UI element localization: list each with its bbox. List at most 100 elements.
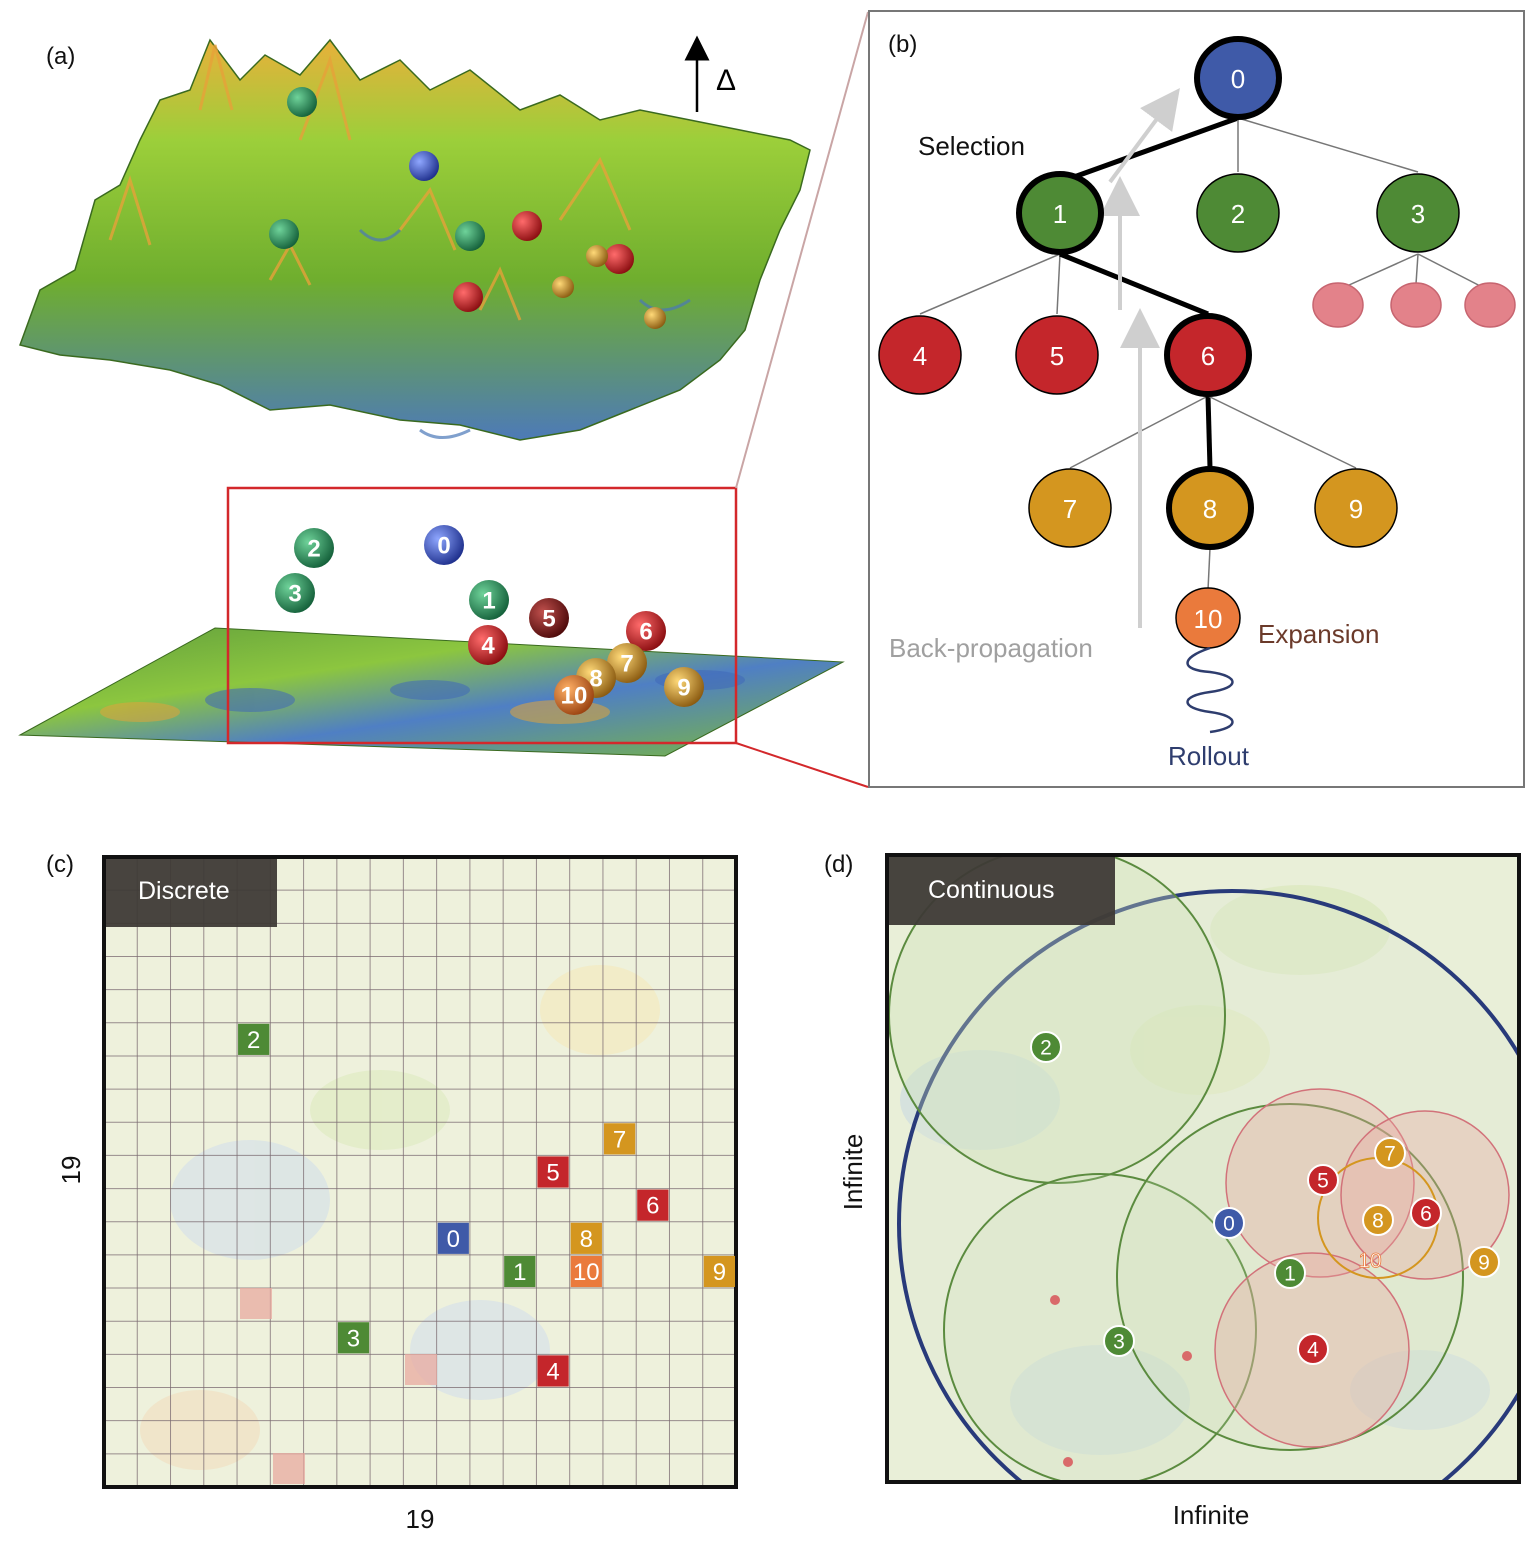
tree-node-5: 5 [1015, 315, 1099, 395]
edge-1-4 [919, 253, 1061, 315]
grid-point-7: 7 [603, 1123, 636, 1155]
expansion-label: Expansion [1258, 619, 1379, 649]
tree-node-label: 1 [1053, 199, 1067, 229]
continuous-frame [885, 853, 1521, 1484]
delta-label: Δ [716, 64, 736, 97]
tree-node-3: 3 [1376, 173, 1460, 253]
edge-3-a [1337, 253, 1419, 291]
grid-point-label: 9 [713, 1259, 726, 1286]
discrete-frame [102, 855, 738, 1489]
ball-node-label: 2 [307, 536, 320, 563]
terrain-ball-gold [586, 245, 608, 267]
unexpanded-point [1050, 1295, 1060, 1305]
panel-d-label: (d) [824, 851, 853, 878]
tree-node-label: 10 [1194, 604, 1223, 634]
edge-3-c [1417, 253, 1489, 291]
continuous-point-label: 10 [1358, 1250, 1381, 1273]
selection-label: Selection [918, 131, 1025, 161]
discrete-tag-label: Discrete [138, 877, 230, 905]
grid-point-label: 2 [247, 1027, 260, 1054]
terrain-ball-red [512, 211, 542, 241]
discrete-y-axis-label: 19 [56, 1156, 86, 1185]
ball-node-2: 2 [294, 528, 334, 568]
terrain-ball-red [604, 244, 634, 274]
terrain-ball-gold [644, 307, 666, 329]
continuous-point-4: 4 [1297, 1333, 1329, 1365]
continuous-point-label: 4 [1307, 1339, 1319, 1362]
grid-point-8: 8 [570, 1222, 602, 1254]
panel-c-label: (c) [46, 851, 74, 878]
unexpanded-cell [240, 1288, 272, 1319]
continuous-point-label: 2 [1040, 1037, 1052, 1060]
panel-d: (d) [824, 851, 1521, 1530]
tree-node-label: 4 [913, 341, 927, 371]
grid-point-label: 1 [513, 1259, 526, 1286]
panel-a-label: (a) [46, 43, 75, 70]
tree-edges [919, 115, 1489, 591]
backprop-arrows [1100, 87, 1180, 628]
edge-1-5 [1056, 253, 1061, 315]
grid-point-6: 6 [637, 1189, 669, 1221]
discrete-tag [106, 859, 277, 927]
tree-node-unexpanded [1390, 282, 1442, 328]
zoom-box [226, 486, 738, 745]
grid-point-1: 1 [504, 1255, 536, 1288]
continuous-x-axis-label: Infinite [1173, 1500, 1250, 1530]
unexpanded-point [1063, 1457, 1073, 1467]
continuous-point-label: 3 [1113, 1331, 1125, 1354]
tree-node-label: 8 [1203, 494, 1217, 524]
grid-point-5: 5 [537, 1156, 569, 1188]
continuous-point-label: 0 [1223, 1213, 1235, 1236]
continuous-point-9: 9 [1468, 1246, 1500, 1278]
continuous-background-pattern [900, 885, 1490, 1455]
node-3-radius [943, 1173, 1257, 1482]
tree-node-0: 0 [1194, 36, 1282, 120]
ball-node-label: 9 [677, 675, 690, 702]
continuous-tag [889, 857, 1115, 925]
tree-node-2: 2 [1196, 173, 1280, 253]
grid-point-label: 10 [573, 1259, 600, 1286]
rollout-squiggle [1186, 646, 1234, 734]
ball-node-9: 9 [664, 667, 704, 707]
tree-node-8: 8 [1166, 466, 1254, 550]
continuous-point-10: 10 [1358, 1249, 1382, 1273]
panel-b-label: (b) [888, 31, 917, 58]
continuous-point-5: 5 [1307, 1164, 1339, 1196]
tree-node-label: 3 [1411, 199, 1425, 229]
grid-point-0: 0 [437, 1222, 469, 1254]
grid-point-10: 10 [570, 1255, 602, 1288]
continuous-point-7: 7 [1374, 1137, 1406, 1169]
tree-node-label: 6 [1201, 341, 1215, 371]
ball-node-0: 0 [424, 525, 464, 565]
terrain-ball-green [269, 219, 299, 249]
ball-node-label: 1 [482, 588, 495, 615]
continuous-point-label: 7 [1384, 1143, 1396, 1166]
panel-a: (a) Δ [18, 11, 869, 788]
zoom-connector-top [735, 11, 869, 489]
unexpanded-cell [405, 1354, 437, 1385]
tree-node-6: 6 [1164, 313, 1252, 397]
ball-node-label: 8 [589, 666, 602, 693]
grid-point-3: 3 [337, 1322, 370, 1354]
tree-node-label: 9 [1349, 494, 1363, 524]
discrete-grid [104, 857, 736, 1487]
continuous-point-2: 2 [1030, 1031, 1062, 1063]
tree-node-label: 5 [1050, 341, 1064, 371]
ball-node-5: 5 [529, 598, 569, 638]
ball-node-label: 5 [542, 606, 555, 633]
edge-0-1 [1059, 115, 1239, 185]
grid-point-2: 2 [238, 1023, 270, 1055]
ball-node-7: 7 [607, 643, 647, 683]
edge-1-6 [1059, 251, 1209, 317]
ball-node-6: 6 [626, 611, 666, 651]
terrain-ball-red [453, 282, 483, 312]
ball-node-3: 3 [275, 573, 315, 613]
tree-node-7: 7 [1028, 468, 1112, 548]
continuous-tag-label: Continuous [928, 876, 1054, 904]
grid-point-label: 8 [580, 1226, 593, 1253]
continuous-background [887, 855, 1519, 1482]
ball-node-label: 6 [639, 619, 652, 646]
